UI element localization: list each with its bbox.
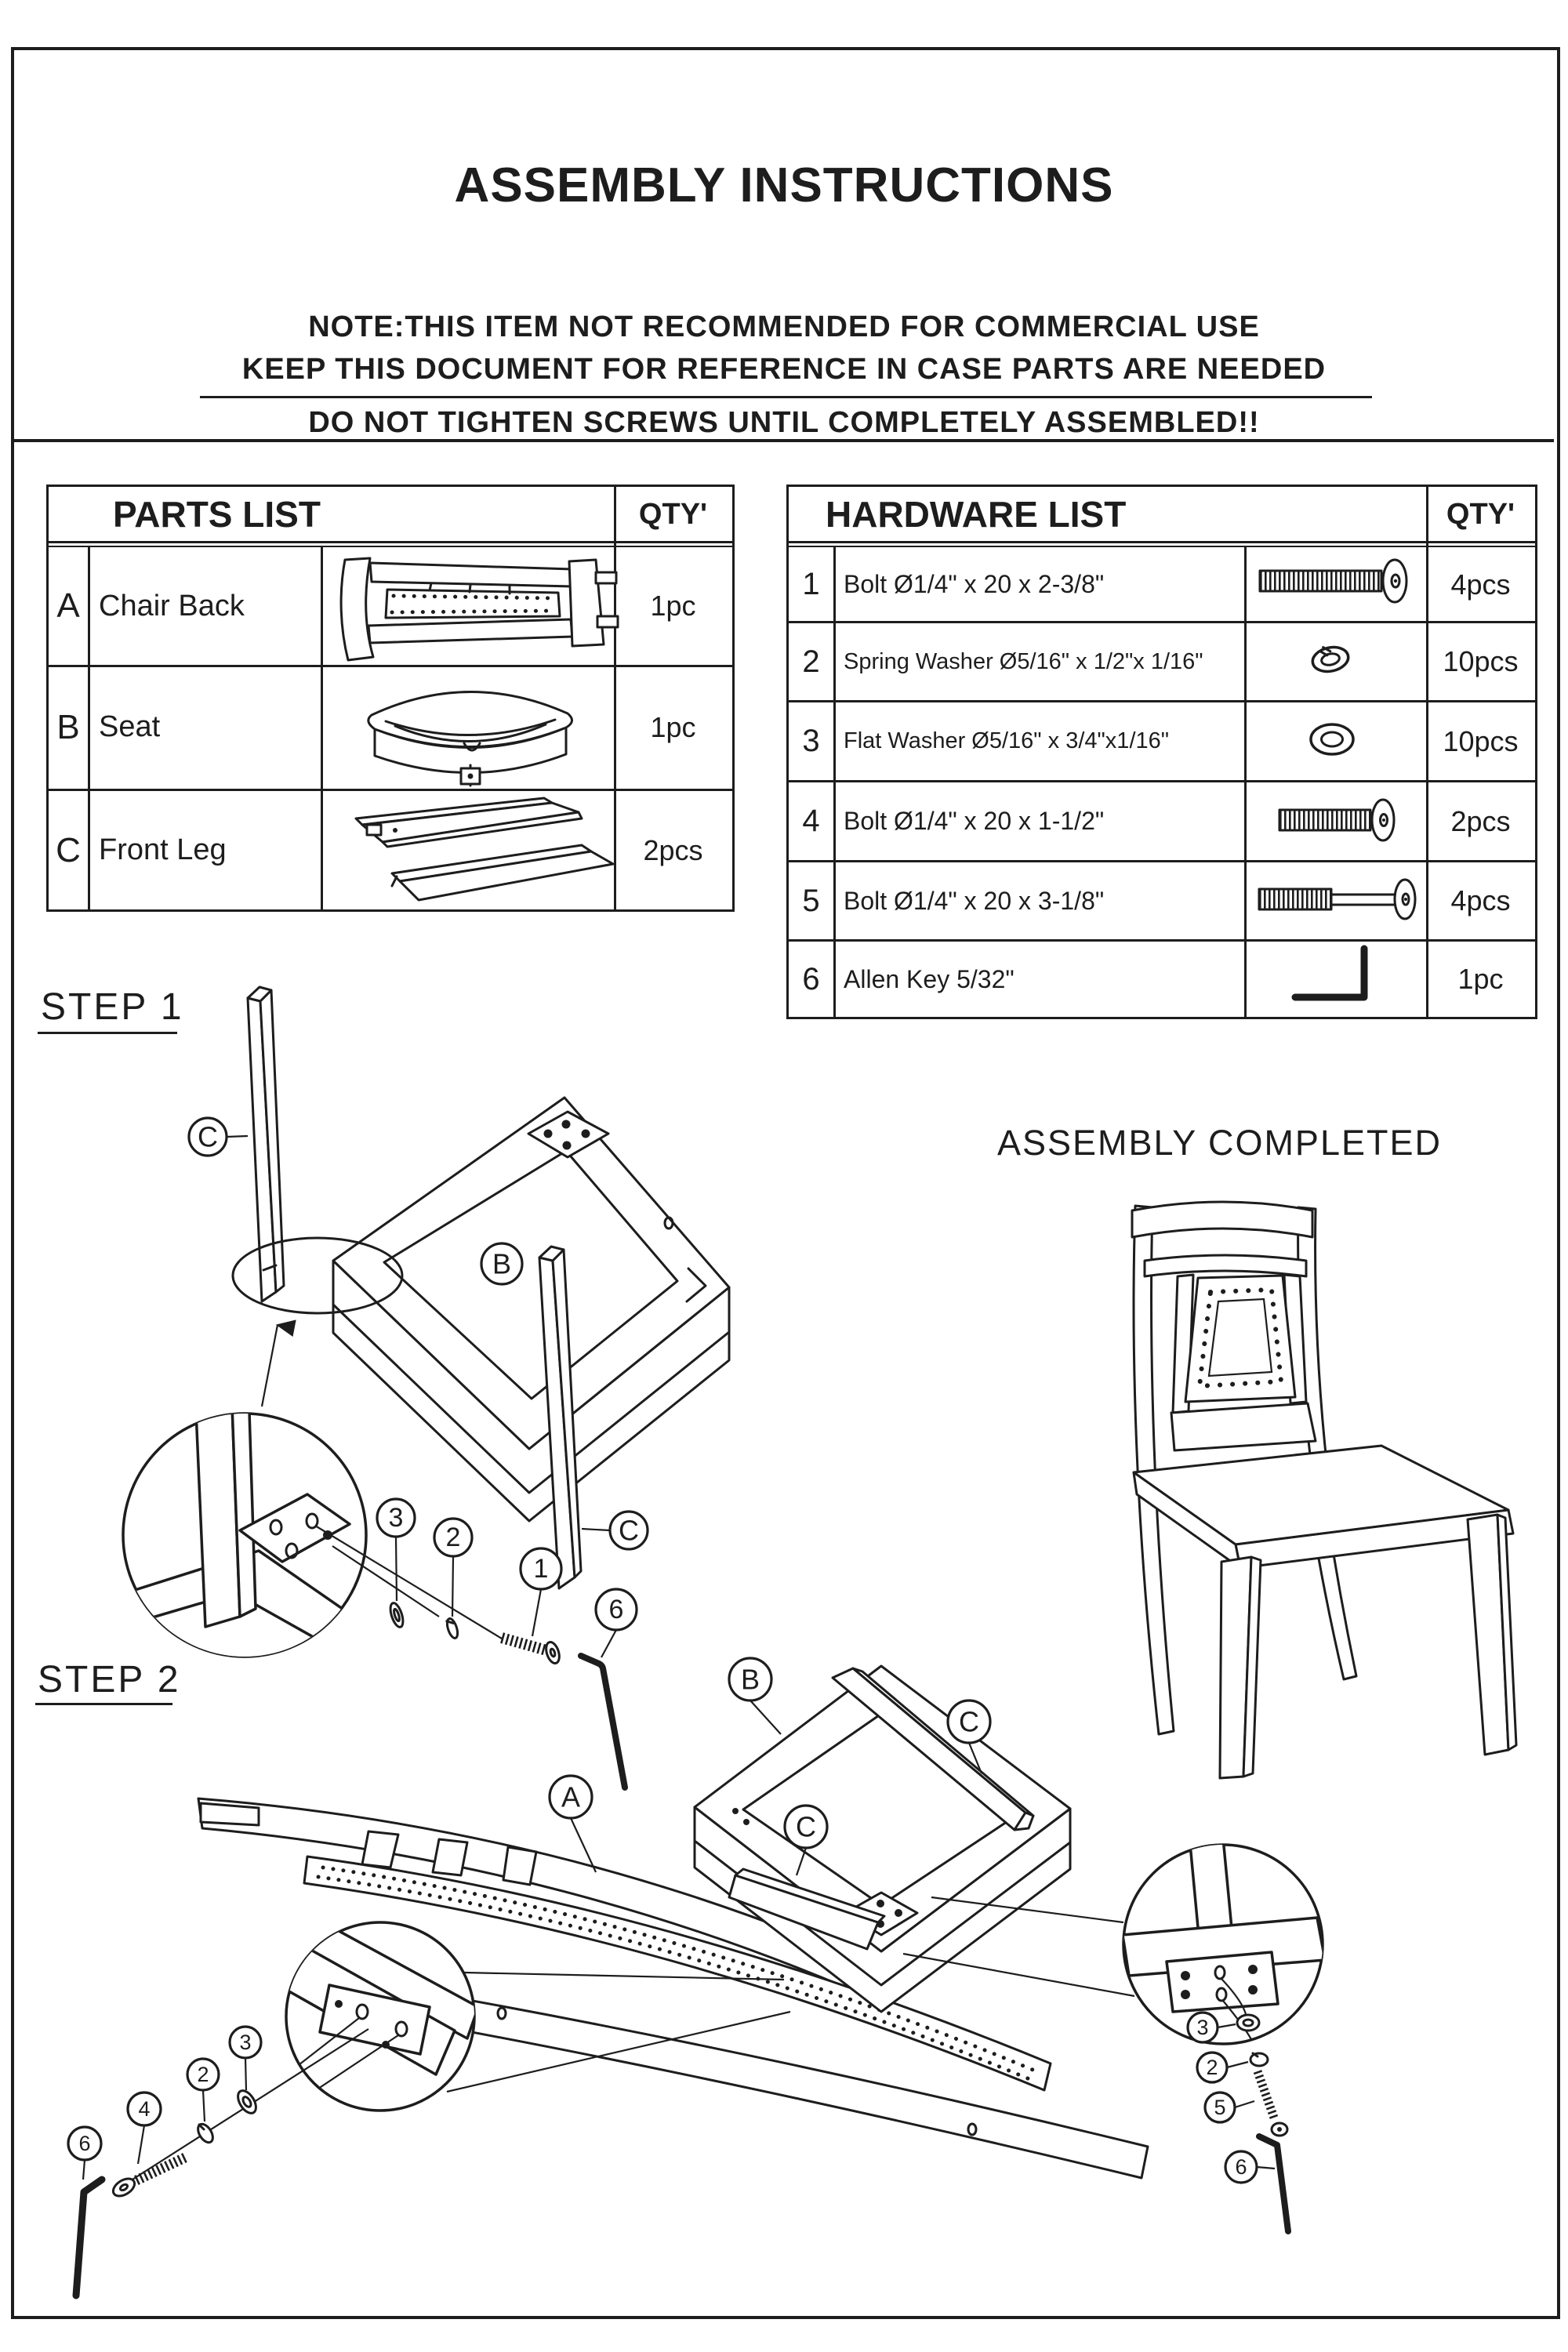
hw-qty: 10pcs — [1443, 645, 1519, 677]
hw-num: 3 — [802, 724, 820, 758]
part-qty: 2pcs — [643, 833, 703, 866]
hw-desc: Bolt Ø1/4" x 20 x 2-3/8" — [844, 570, 1105, 598]
header-divider — [11, 439, 1554, 442]
hw-num: 1 — [802, 567, 820, 601]
parts-col-qty — [614, 487, 616, 909]
parts-row-div-2 — [49, 789, 732, 791]
warning-line: DO NOT TIGHTEN SCREWS UNTIL COMPLETELY A… — [308, 405, 1260, 439]
hw-row-div-1 — [789, 621, 1535, 623]
assembly-completed-label: ASSEMBLY COMPLETED — [997, 1123, 1442, 1163]
part-name: Chair Back — [99, 589, 245, 622]
hw-num: 5 — [802, 883, 820, 918]
hw-qty: 4pcs — [1450, 884, 1511, 916]
hw-header-rule2 — [789, 546, 1535, 547]
parts-qty-header: QTY' — [638, 497, 708, 531]
note-line-2: KEEP THIS DOCUMENT FOR REFERENCE IN CASE… — [241, 352, 1327, 386]
step1-underline — [38, 1032, 177, 1034]
part-letter: C — [56, 830, 81, 869]
parts-col-letter — [88, 546, 90, 909]
parts-table-title: PARTS LIST — [113, 494, 321, 535]
hw-row-div-5 — [789, 939, 1535, 942]
part-name: Front Leg — [99, 833, 227, 866]
hw-desc: Flat Washer Ø5/16" x 3/4"x1/16" — [844, 728, 1170, 753]
hw-col-qty — [1426, 487, 1428, 1017]
hw-qty: 4pcs — [1450, 568, 1511, 601]
hw-qty: 10pcs — [1443, 724, 1519, 757]
parts-header-rule2 — [49, 546, 732, 547]
hw-num: 2 — [802, 644, 820, 679]
parts-row-div-1 — [49, 665, 732, 667]
part-letter: A — [56, 586, 80, 625]
parts-table: PARTS LIST QTY' A Chair Back 1pc B Seat … — [46, 485, 735, 912]
note-underline — [200, 396, 1372, 398]
hw-qty: 2pcs — [1450, 804, 1511, 837]
hardware-table-title: HARDWARE LIST — [826, 494, 1127, 535]
page-title: ASSEMBLY INSTRUCTIONS — [454, 158, 1114, 212]
hw-num: 4 — [802, 804, 820, 838]
hw-num: 6 — [802, 961, 820, 996]
parts-col-image — [321, 546, 323, 909]
part-name: Seat — [99, 710, 161, 743]
hw-desc: Allen Key 5/32" — [844, 964, 1014, 993]
step2-underline — [35, 1703, 172, 1705]
part-letter: B — [56, 707, 80, 746]
hw-qty: 1pc — [1457, 963, 1504, 995]
hw-row-div-3 — [789, 780, 1535, 782]
page-border — [11, 47, 1560, 2319]
hw-row-div-4 — [789, 860, 1535, 862]
note-line-1: NOTE:THIS ITEM NOT RECOMMENDED FOR COMME… — [308, 310, 1260, 343]
parts-header-rule — [49, 541, 732, 543]
hardware-table: HARDWARE LIST QTY' 1 Bolt Ø1/4" x 20 x 2… — [786, 485, 1537, 1019]
hw-desc: Bolt Ø1/4" x 20 x 3-1/8" — [844, 886, 1105, 915]
hw-row-div-2 — [789, 700, 1535, 702]
hardware-qty-header: QTY' — [1446, 497, 1515, 531]
hw-header-rule — [789, 541, 1535, 543]
part-qty: 1pc — [650, 590, 696, 622]
step1-label: STEP 1 — [41, 985, 184, 1028]
hw-desc: Spring Washer Ø5/16" x 1/2"x 1/16" — [844, 648, 1203, 674]
part-qty: 1pc — [650, 710, 696, 743]
step2-label: STEP 2 — [38, 1658, 181, 1700]
hw-desc: Bolt Ø1/4" x 20 x 1-1/2" — [844, 807, 1105, 835]
